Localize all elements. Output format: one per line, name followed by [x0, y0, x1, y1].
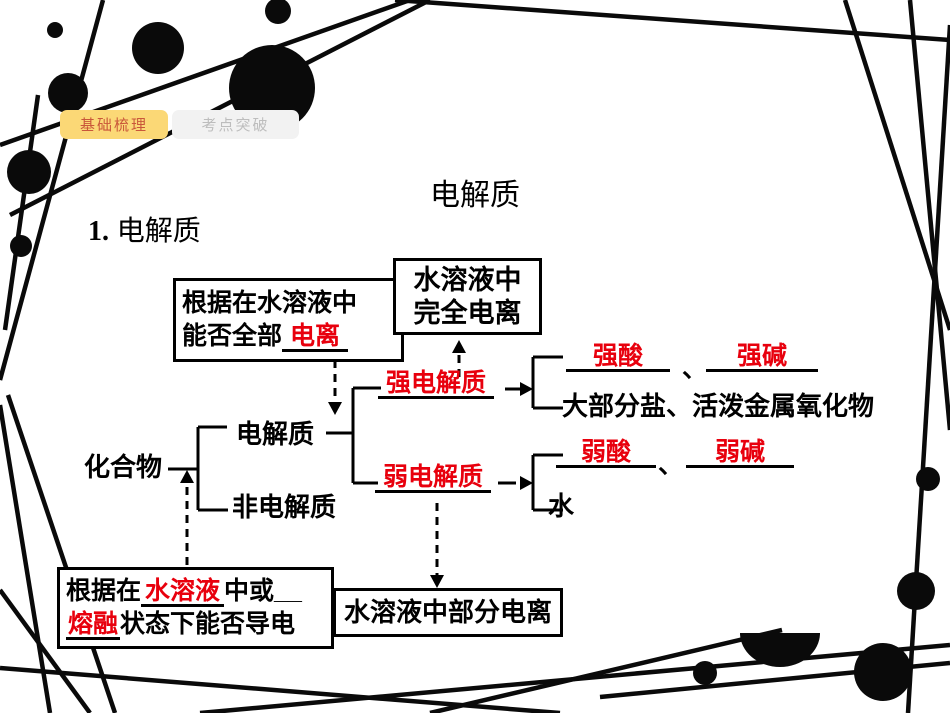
blank-strong-electrolyte: 强电解质	[378, 369, 495, 400]
section-heading: 1. 电解质	[88, 209, 201, 249]
node-strong-electrolyte: 强电解质	[378, 369, 495, 400]
box-complete-ionization: 水溶液中 完全电离	[393, 258, 542, 335]
conduct-l2: 状态下能否导电	[120, 610, 296, 638]
blank-weak-acid: 弱酸	[556, 438, 656, 469]
arrowhead-down-1	[328, 402, 342, 415]
criterion-line2-prefix: 能否全部	[182, 322, 283, 350]
conduct-l1a: 根据在	[66, 577, 142, 605]
weak-base-text: 弱碱	[686, 439, 794, 469]
conduct-l1-tail: __	[274, 577, 302, 605]
partial-text: 水溶液中部分电离	[343, 597, 552, 627]
blank-strong-base: 强碱	[706, 342, 818, 373]
decorative-dots	[7, 0, 940, 701]
caesura-weak: 、	[658, 451, 684, 479]
criterion-line1: 根据在水溶液中	[182, 289, 358, 317]
arrowhead-up-2	[180, 470, 194, 483]
blank-molten: 熔融	[66, 610, 121, 641]
blank-aqueous-text: 水溶液	[145, 577, 221, 605]
arrowhead-weak-right	[520, 476, 533, 490]
node-strong-examples: 大部分盐、活泼金属氧化物	[562, 391, 875, 421]
blank-aqueous: 水溶液	[141, 577, 225, 608]
conduct-l1b: 中或	[224, 577, 275, 605]
node-compound: 化合物	[84, 452, 163, 482]
strong-electrolyte-text: 强电解质	[386, 369, 487, 397]
node-weak-electrolyte: 弱电解质	[375, 463, 492, 494]
node-electrolyte: 电解质	[236, 419, 315, 449]
tab-basics[interactable]: 基础梳理	[60, 110, 168, 139]
arrowhead-up-1	[452, 340, 466, 353]
arrowhead-strong-right	[520, 382, 533, 396]
box-full-ionization-criterion: 根据在水溶液中 能否全部电离	[173, 278, 404, 362]
section-number: 1.	[88, 216, 109, 247]
complete-line2: 完全电离	[413, 297, 522, 328]
section-title: 电解质	[116, 215, 201, 246]
arrowheads	[180, 340, 533, 588]
complete-line1: 水溶液中	[413, 264, 522, 295]
blank-molten-text: 熔融	[68, 610, 119, 638]
arrowhead-down-2	[430, 575, 444, 588]
blank-ionize-text: 电离	[290, 322, 341, 350]
box-conduct-criterion: 根据在水溶液中或__ 熔融状态下能否导电	[57, 567, 334, 649]
strong-base-text: 强碱	[706, 343, 818, 373]
caesura-strong: 、	[682, 355, 708, 383]
page-title: 电解质	[430, 179, 520, 212]
blank-weak-base: 弱碱	[686, 438, 794, 469]
blank-ionize: 电离	[282, 322, 349, 353]
half-disc	[740, 633, 820, 667]
blank-strong-acid: 强酸	[566, 342, 670, 373]
weak-electrolyte-text: 弱电解质	[383, 463, 484, 491]
blank-weak-electrolyte: 弱电解质	[375, 463, 492, 494]
box-partial-ionization: 水溶液中部分电离	[333, 588, 563, 637]
weak-acid-text: 弱酸	[556, 439, 656, 469]
node-water: 水	[548, 491, 575, 521]
diagram-connectors	[168, 352, 563, 576]
tab-key-points[interactable]: 考点突破	[172, 110, 299, 139]
node-non-electrolyte: 非电解质	[232, 492, 337, 522]
strong-acid-text: 强酸	[566, 343, 670, 373]
